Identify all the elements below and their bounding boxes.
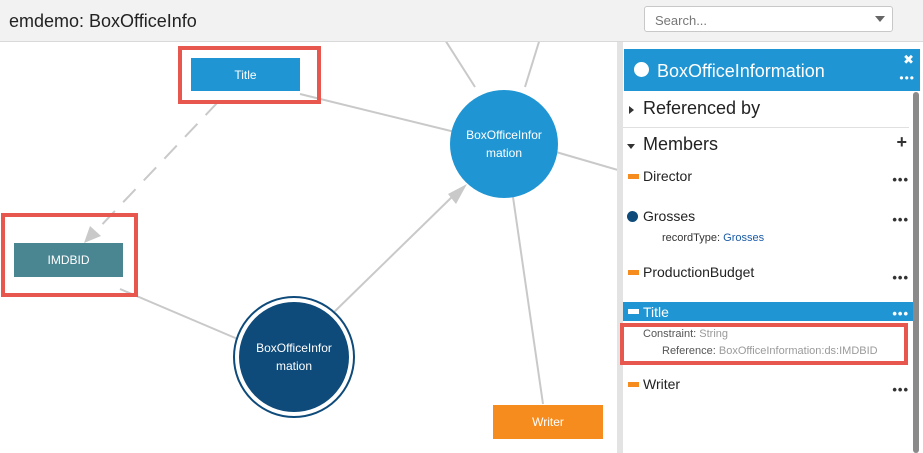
node-title[interactable]: Title (191, 58, 300, 91)
node-writer[interactable]: Writer (493, 405, 603, 439)
member-title-selected[interactable]: Title ••• (623, 302, 913, 321)
arrowhead-to-box (448, 184, 467, 204)
entity-circle-icon (634, 62, 649, 77)
member-name: Director (643, 168, 693, 184)
more-options-icon[interactable]: ••• (892, 382, 909, 397)
panel-title: BoxOfficeInformation (657, 61, 825, 81)
member-writer[interactable]: Writer ••• (623, 376, 913, 397)
record-type-label: recordType: (662, 232, 721, 244)
section-referenced-by[interactable]: Referenced by (623, 92, 909, 128)
app-title: emdemo: BoxOfficeInfo (9, 11, 197, 31)
reference-line: Reference: BoxOfficeInformation:ds:IMDBI… (662, 345, 878, 357)
member-name: Writer (643, 376, 681, 392)
panel-divider[interactable] (617, 42, 623, 453)
attribute-icon (628, 309, 639, 314)
add-member-icon[interactable]: + (896, 132, 907, 152)
reference-label: Reference: (662, 345, 716, 357)
edge-box-writer (512, 196, 544, 405)
node-imdbid[interactable]: IMDBID (14, 243, 123, 277)
app-header: emdemo: BoxOfficeInfo (0, 0, 923, 42)
panel-scrollbar[interactable] (913, 92, 919, 453)
more-options-icon[interactable]: ••• (892, 306, 909, 321)
graph-edges (84, 42, 618, 405)
member-grosses[interactable]: Grosses ••• recordType: Grosses (623, 208, 913, 248)
constraint-label: Constraint: (643, 328, 697, 340)
close-icon[interactable]: ✖ (903, 52, 914, 67)
record-type-line: recordType: Grosses (662, 232, 764, 244)
chevron-down-icon (627, 144, 635, 149)
section-members[interactable]: Members + (623, 128, 909, 164)
node-boxofficeinformation-selected[interactable]: BoxOfficeInfor mation (233, 296, 355, 418)
record-type-link[interactable]: Grosses (723, 232, 765, 244)
member-productionbudget[interactable]: ProductionBudget ••• (623, 264, 913, 285)
edge-top-left (445, 42, 476, 88)
member-name: Grosses (643, 208, 696, 224)
edge-top-right (524, 42, 540, 88)
search-box[interactable] (644, 6, 893, 32)
attribute-icon (628, 270, 639, 275)
member-director[interactable]: Director ••• (623, 168, 913, 188)
constraint-value: String (699, 328, 729, 340)
reference-value: BoxOfficeInformation:ds:IMDBID (718, 345, 878, 357)
more-options-icon[interactable]: ••• (892, 270, 909, 285)
node-boxofficeinformation-main[interactable]: BoxOfficeInfor mation (450, 90, 558, 198)
section-label: Members (643, 134, 719, 154)
highlight-imdbid (1, 213, 138, 297)
attribute-icon (628, 382, 639, 387)
edge-title-box (299, 93, 456, 133)
more-options-icon[interactable]: ••• (899, 71, 915, 85)
constraint-line: Constraint: String (643, 328, 728, 340)
search-input[interactable] (653, 10, 867, 30)
highlight-title-details (620, 323, 908, 365)
graph-canvas[interactable]: Title IMDBID BoxOfficeInfor mation BoxOf… (0, 42, 618, 453)
member-name: Title (643, 304, 669, 320)
edge-bottom-box (329, 193, 456, 317)
attribute-icon (628, 174, 639, 179)
chevron-down-icon[interactable] (875, 16, 885, 22)
panel-header: BoxOfficeInformation ✖ ••• (624, 49, 920, 91)
record-icon (627, 211, 638, 222)
arrowhead-to-imdbid (84, 226, 101, 243)
edge-imdbid-bottom (119, 288, 241, 341)
more-options-icon[interactable]: ••• (892, 212, 909, 227)
more-options-icon[interactable]: ••• (892, 172, 909, 187)
node-boxofficeinformation-inner: BoxOfficeInfor mation (239, 302, 349, 412)
section-label: Referenced by (643, 98, 761, 118)
member-name: ProductionBudget (643, 264, 755, 280)
chevron-right-icon (629, 106, 634, 114)
details-panel: BoxOfficeInformation ✖ ••• (623, 42, 923, 453)
highlight-title (178, 46, 321, 104)
edge-box-right (555, 151, 618, 171)
